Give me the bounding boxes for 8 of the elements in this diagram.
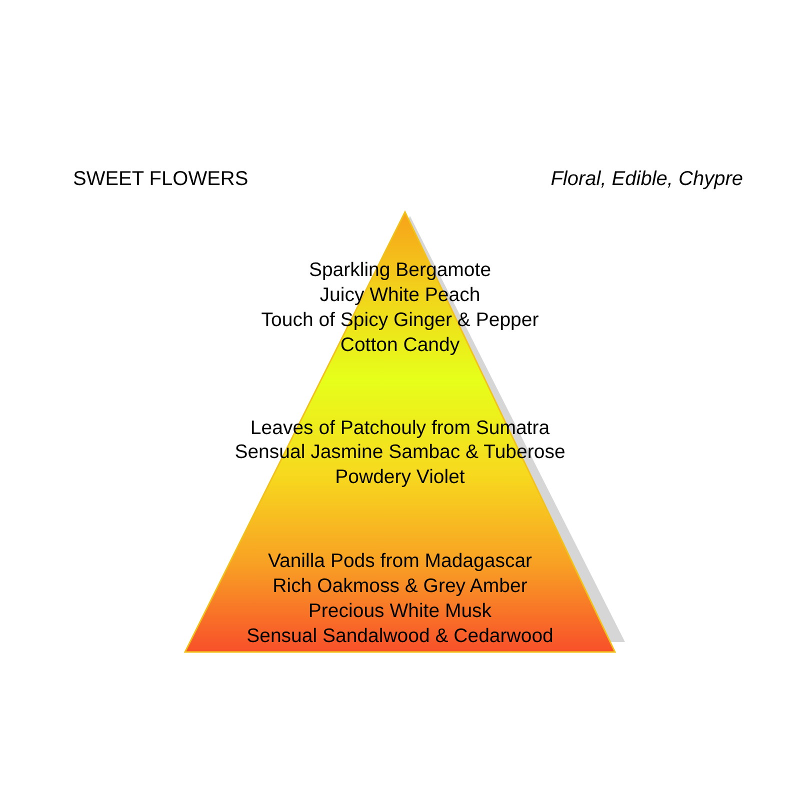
note-text: Powdery Violet [334, 465, 466, 489]
title: SWEET FLOWERS [73, 168, 248, 191]
subtitle: Floral, Edible, Chypre [550, 168, 743, 191]
note-text: Precious White Musk [307, 599, 493, 623]
note-text: Sensual Sandalwood & Cedarwood [246, 624, 554, 648]
note-text: Vanilla Pods from Madagascar [266, 549, 534, 573]
note-text: Rich Oakmoss & Grey Amber [272, 574, 528, 598]
note-text: Cotton Candy [339, 333, 461, 357]
